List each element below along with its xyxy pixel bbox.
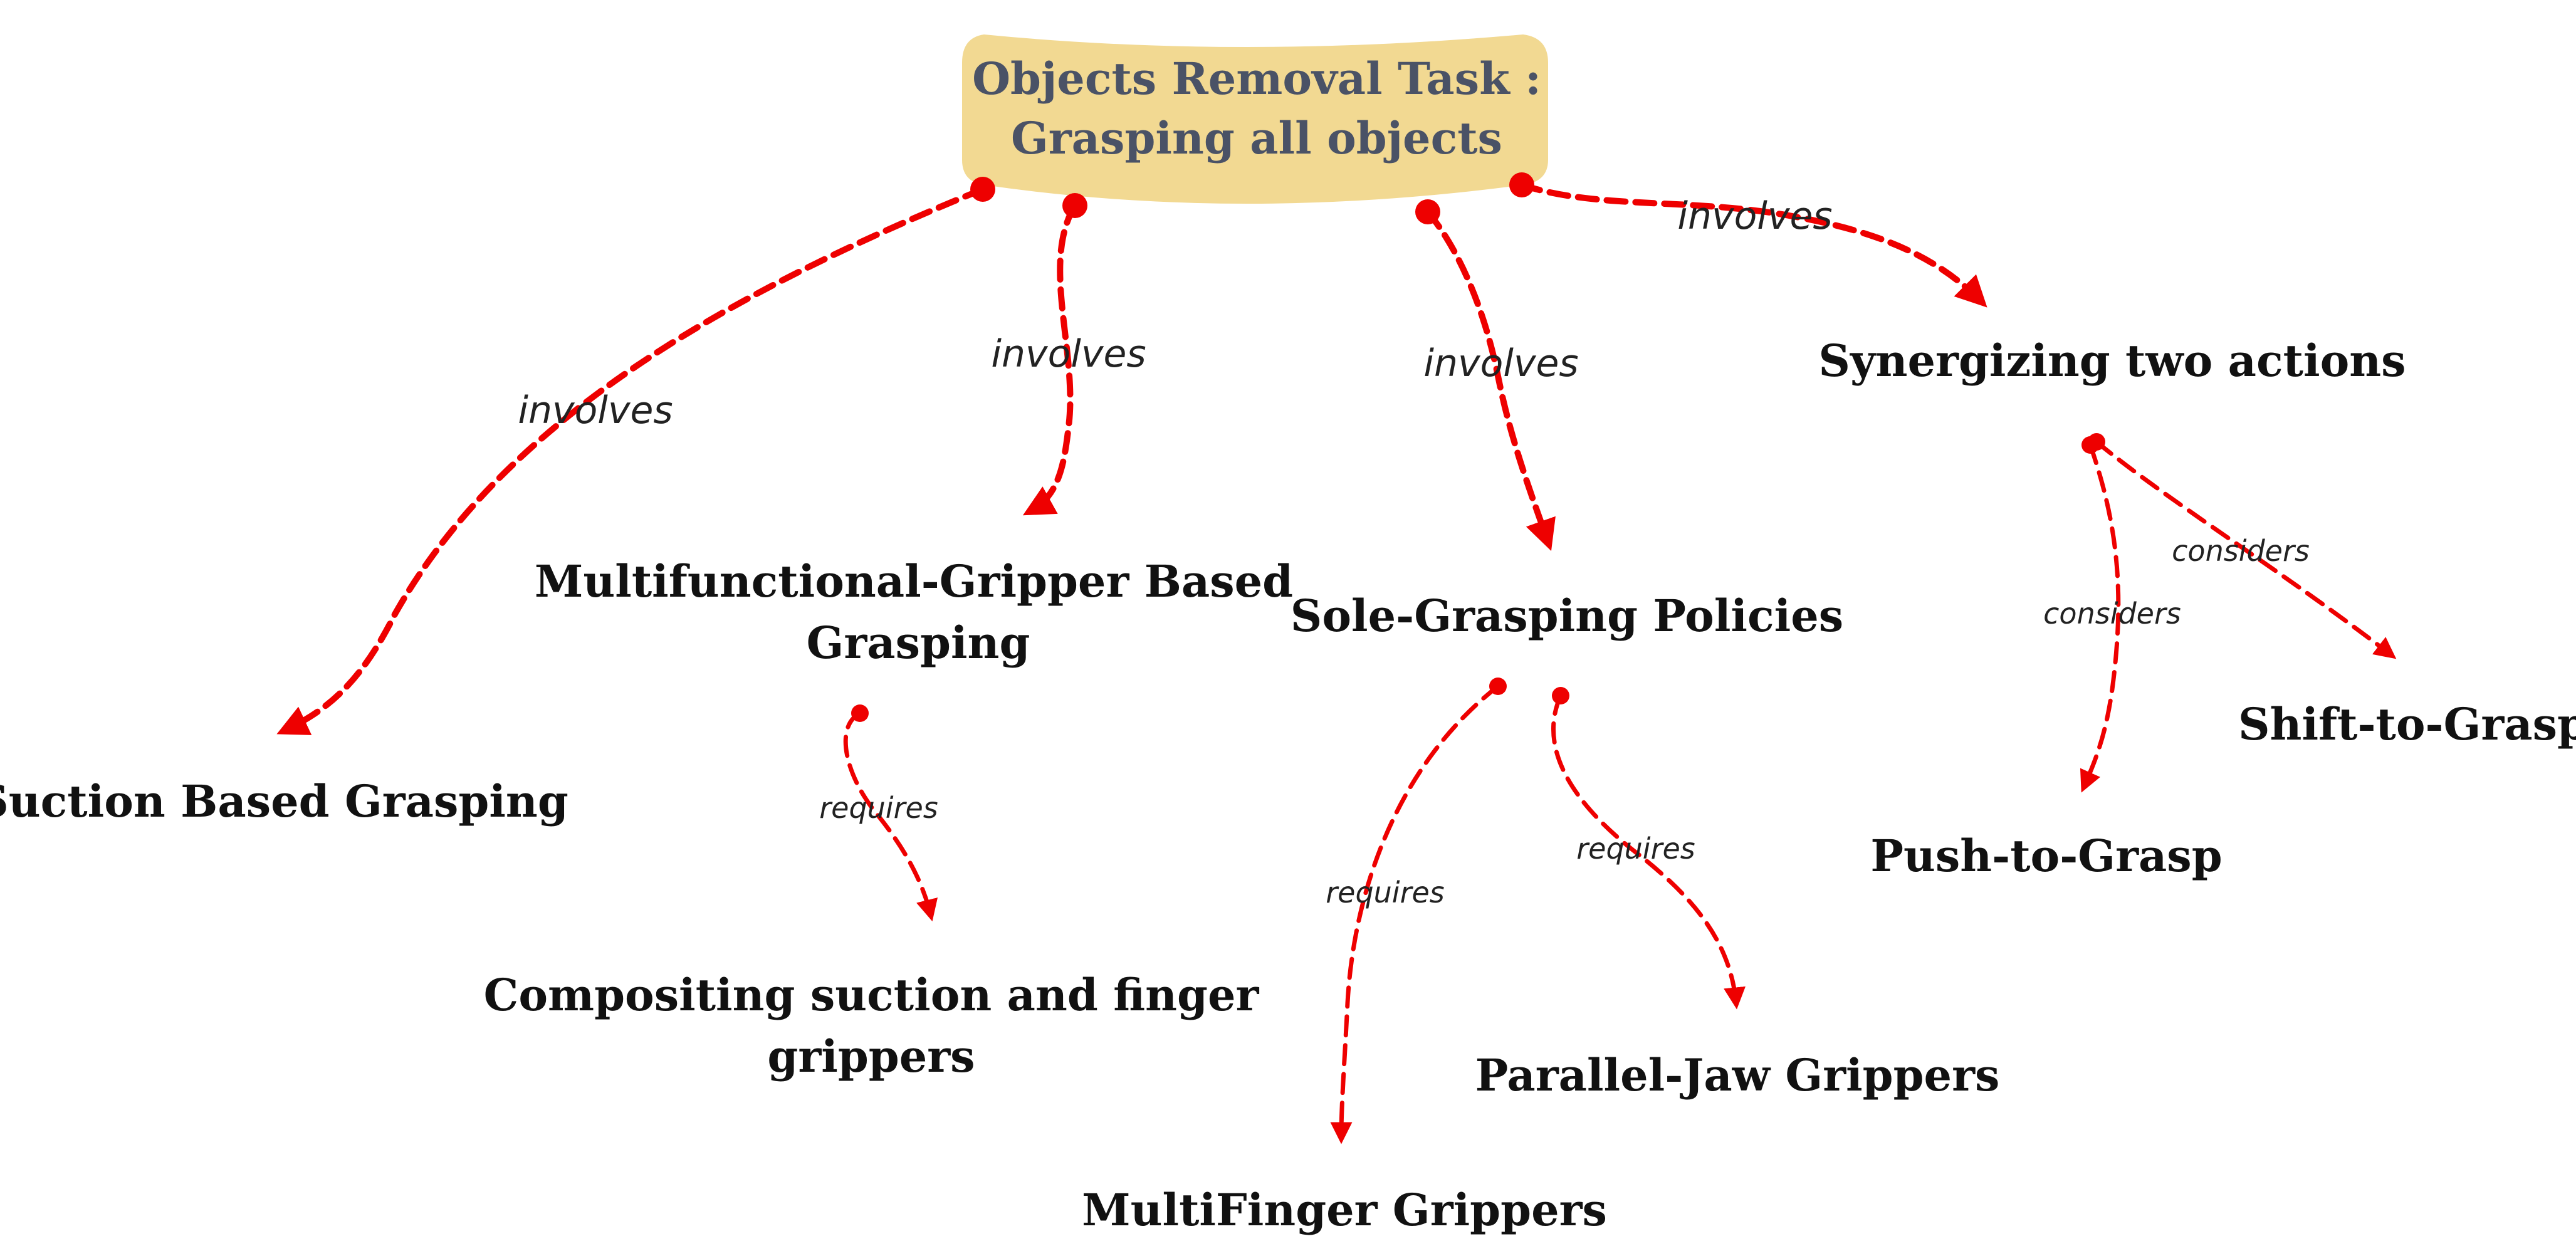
root-node-shape	[962, 34, 1548, 204]
edge-root-synergizing	[1509, 172, 1987, 308]
edge-synergizing-shift	[2088, 433, 2397, 659]
edge-sole-parallel-start-dot	[1552, 687, 1569, 704]
edge-sole-multifinger	[1330, 678, 1507, 1144]
node-parallel: Parallel-Jaw Grippers	[1475, 1049, 2000, 1101]
edge-root-multifunctional	[1022, 193, 1087, 516]
edge-root-sole	[1415, 199, 1556, 552]
edge-synergizing-shift-start-dot	[2088, 433, 2105, 451]
edge-root-synergizing-start-dot	[1509, 172, 1534, 197]
node-synergizing: Synergizing two actions	[1818, 335, 2406, 387]
node-multifunctional-line2: Grasping	[807, 617, 1030, 669]
node-shift: Shift-to-Grasp	[2238, 698, 2576, 750]
edge-sole-multifinger-line	[1330, 684, 1500, 1144]
edge-sole-parallel-line	[1551, 693, 1746, 1010]
node-multifinger: MultiFinger Grippers	[1082, 1184, 1607, 1236]
edge-label-root-synergizing: involves	[1677, 194, 1832, 238]
edge-label-sole-parallel: requires	[1576, 832, 1695, 866]
node-compositing-line2: grippers	[767, 1030, 975, 1082]
edge-label-root-sole: involves	[1423, 342, 1578, 385]
edge-sole-parallel	[1551, 687, 1746, 1010]
edge-label-sole-multifinger: requires	[1326, 876, 1445, 909]
edge-label-multifunctional-compositing: requires	[819, 791, 938, 825]
node-multifunctional: Multifunctional-Gripper Based Grasping	[535, 555, 1293, 669]
edge-synergizing-shift-line	[2094, 439, 2397, 659]
root-title-line1: Objects Removal Task :	[972, 53, 1541, 105]
edge-root-suction	[276, 177, 995, 735]
root-title-line2: Grasping all objects	[1011, 112, 1502, 164]
edge-multifunctional-compositing	[843, 704, 938, 922]
node-suction: Suction Based Grasping	[0, 775, 568, 827]
node-compositing-line1: Compositing suction and finger	[484, 969, 1260, 1021]
edge-root-multifunctional-start-dot	[1062, 193, 1087, 218]
node-push: Push-to-Grasp	[1870, 830, 2222, 882]
edge-label-root-multifunctional: involves	[991, 332, 1146, 376]
edge-root-suction-start-dot	[970, 177, 995, 202]
node-multifunctional-line1: Multifunctional-Gripper Based	[535, 555, 1293, 607]
node-sole: Sole-Grasping Policies	[1291, 590, 1843, 642]
edge-sole-multifinger-start-dot	[1489, 678, 1507, 695]
node-compositing: Compositing suction and finger grippers	[484, 969, 1260, 1082]
edge-multifunctional-compositing-start-dot	[851, 704, 869, 722]
edge-label-synergizing-shift: considers	[2172, 534, 2310, 568]
edge-root-sole-start-dot	[1415, 199, 1440, 224]
edge-root-synergizing-line	[1519, 182, 1987, 308]
root-node: Objects Removal Task : Grasping all obje…	[962, 34, 1548, 204]
edge-multifunctional-compositing-line	[843, 711, 938, 922]
edge-label-synergizing-push: considers	[2043, 597, 2181, 631]
edge-root-multifunctional-line	[1022, 202, 1078, 516]
edge-synergizing-push-line	[2080, 442, 2121, 793]
edge-root-suction-line	[276, 186, 986, 735]
edge-label-root-suction: involves	[518, 389, 673, 432]
edge-root-sole-line	[1425, 209, 1556, 552]
